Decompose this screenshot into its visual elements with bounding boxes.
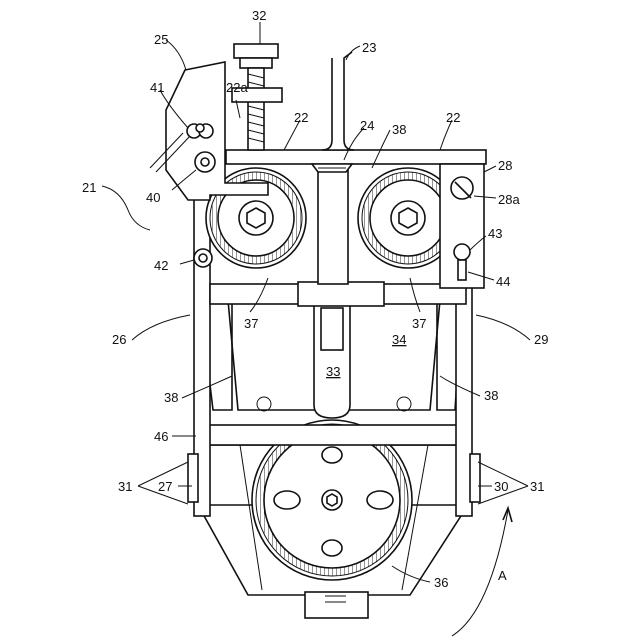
label-38-right: 38 xyxy=(484,388,498,403)
label-28a: 28a xyxy=(498,192,520,207)
label-22-left: 22 xyxy=(294,110,308,125)
blade-33 xyxy=(314,304,350,418)
bolt-42 xyxy=(194,249,212,267)
label-41: 41 xyxy=(150,80,164,95)
label-21: 21 xyxy=(82,180,96,195)
label-38-top: 38 xyxy=(392,122,406,137)
cross-bar-46 xyxy=(196,425,458,445)
label-34: 34 xyxy=(392,332,406,347)
roller-shaft xyxy=(210,282,466,306)
label-27: 27 xyxy=(158,479,172,494)
label-31-right: 31 xyxy=(530,479,544,494)
label-42: 42 xyxy=(154,258,168,273)
plate-23 xyxy=(322,52,354,150)
label-29: 29 xyxy=(534,332,548,347)
rod-26 xyxy=(188,198,210,516)
label-32: 32 xyxy=(252,8,266,23)
label-23: 23 xyxy=(362,40,376,55)
label-24: 24 xyxy=(360,118,374,133)
label-26: 26 xyxy=(112,332,126,347)
bolt-32 xyxy=(232,44,282,150)
bracket-28 xyxy=(440,164,484,288)
label-25: 25 xyxy=(154,32,168,47)
label-44: 44 xyxy=(496,274,510,289)
label-37-right: 37 xyxy=(412,316,426,331)
label-37-left: 37 xyxy=(244,316,258,331)
stem-24 xyxy=(318,162,348,284)
label-43: 43 xyxy=(488,226,502,241)
label-22-right: 22 xyxy=(446,110,460,125)
label-28: 28 xyxy=(498,158,512,173)
label-38-left: 38 xyxy=(164,390,178,405)
label-46: 46 xyxy=(154,429,168,444)
label-40: 40 xyxy=(146,190,160,205)
label-30: 30 xyxy=(494,479,508,494)
label-A: A xyxy=(498,568,507,583)
label-36: 36 xyxy=(434,575,448,590)
label-31-left: 31 xyxy=(118,479,132,494)
label-33: 33 xyxy=(326,364,340,379)
label-22a: 22a xyxy=(226,80,248,95)
